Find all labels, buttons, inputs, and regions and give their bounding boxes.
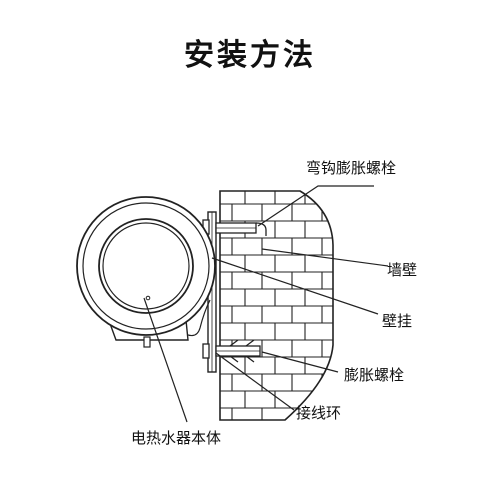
label-hook-expansion-bolt: 弯钩膨胀螺栓 bbox=[306, 159, 397, 177]
leader-lines bbox=[143, 185, 389, 423]
label-wall-bracket: 壁挂 bbox=[382, 312, 413, 330]
label-heater-body: 电热水器本体 bbox=[131, 429, 222, 447]
label-expansion-bolt: 膨胀螺栓 bbox=[344, 366, 405, 384]
label-ground-ring: 接线环 bbox=[296, 404, 342, 422]
page-title: 安装方法 bbox=[184, 38, 316, 73]
label-wall: 墙壁 bbox=[387, 261, 418, 279]
expansion-bolt bbox=[202, 339, 261, 363]
water-heater bbox=[76, 196, 216, 348]
